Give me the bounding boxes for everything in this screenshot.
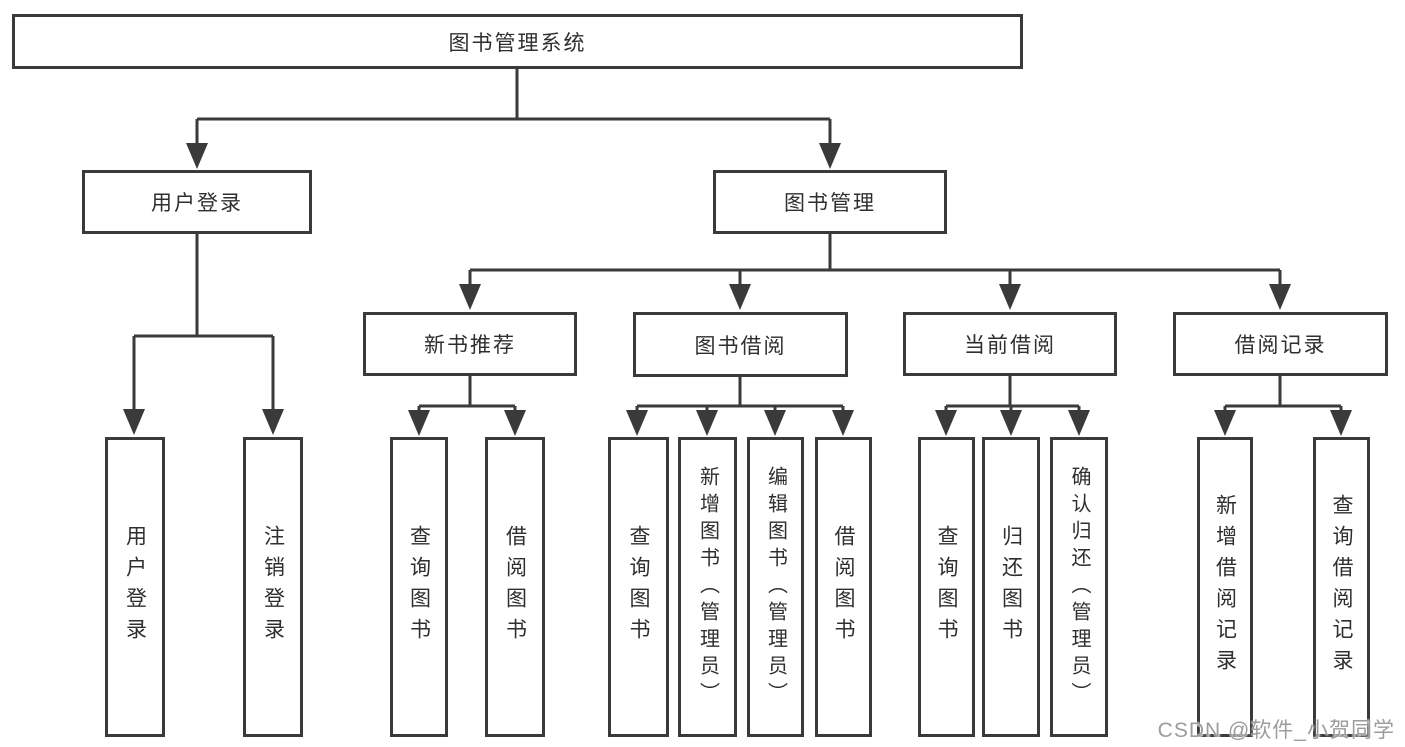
leaf-logout: 注销登录 <box>243 437 303 737</box>
node-book-management: 图书管理 <box>713 170 947 234</box>
leaf-add-borrow-record: 新增借阅记录 <box>1197 437 1253 737</box>
arrowheads <box>123 143 1352 436</box>
node-book-borrowing: 图书借阅 <box>633 312 848 377</box>
leaf-query-borrow-record: 查询借阅记录 <box>1313 437 1370 737</box>
watermark: CSDN @软件_小贺同学 <box>1157 719 1395 742</box>
leaf-query-books-borrow: 查询图书 <box>608 437 669 737</box>
leaf-borrow-books-recommend: 借阅图书 <box>485 437 545 737</box>
leaf-user-login: 用户登录 <box>105 437 165 737</box>
leaf-confirm-return-admin: 确认归还（管理员） <box>1050 437 1108 737</box>
node-new-book-recommendation: 新书推荐 <box>363 312 577 376</box>
leaf-add-book-admin: 新增图书（管理员） <box>678 437 737 737</box>
leaf-return-books: 归还图书 <box>982 437 1040 737</box>
node-user-login: 用户登录 <box>82 170 312 234</box>
leaf-query-books-recommend: 查询图书 <box>390 437 448 737</box>
node-borrowing-records: 借阅记录 <box>1173 312 1388 376</box>
node-current-borrowing: 当前借阅 <box>903 312 1117 376</box>
leaf-borrow-books-borrow: 借阅图书 <box>815 437 872 737</box>
leaf-edit-book-admin: 编辑图书（管理员） <box>747 437 804 737</box>
node-book-management-system: 图书管理系统 <box>12 14 1023 69</box>
tree-edges <box>132 69 1343 413</box>
leaf-query-books-current: 查询图书 <box>918 437 975 737</box>
